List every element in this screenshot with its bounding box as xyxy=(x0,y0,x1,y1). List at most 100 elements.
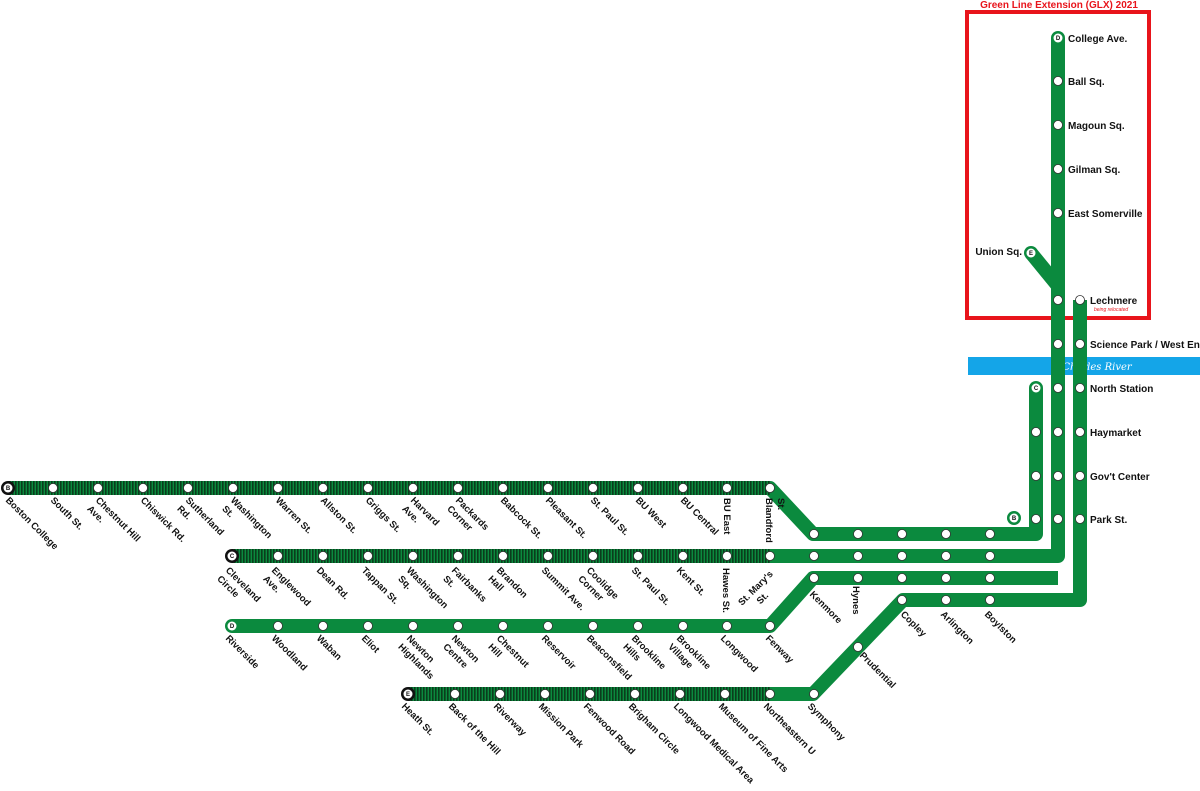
label-govt-center: Gov't Center xyxy=(1090,472,1150,483)
dot-row1-5 xyxy=(985,529,995,539)
label-chestnut-hill: ChestnutHill xyxy=(486,633,532,679)
svg-text:E: E xyxy=(1029,251,1033,257)
dot-st-paul-st-c xyxy=(633,551,643,561)
label-harvard-ave: HarvardAve. xyxy=(400,495,442,537)
label-park-st: Park St. xyxy=(1090,515,1127,526)
track-trunk-inner xyxy=(990,300,1065,563)
label-fairbanks-st: FairbanksSt. xyxy=(441,565,489,613)
dot-sutherland-rd xyxy=(183,483,193,493)
label-ball-sq: Ball Sq. xyxy=(1068,77,1105,88)
label-heath-st: Heath St. xyxy=(399,701,436,738)
dot-newton-centre xyxy=(453,621,463,631)
label-mission-park: Mission Park xyxy=(536,701,586,751)
dot-bu-west xyxy=(633,483,643,493)
label-college-ave: College Ave. xyxy=(1068,34,1127,45)
label-eliot: Eliot xyxy=(359,633,382,656)
label-lechmere-relocation: being relocated xyxy=(1094,307,1128,313)
label-brookline-village: BrooklineVillage xyxy=(666,633,713,680)
bullet-c-cleveland: C xyxy=(227,551,237,561)
dot-bu-central xyxy=(678,483,688,493)
dot-fenway xyxy=(765,621,775,631)
dot-kenmore xyxy=(809,573,819,583)
dot-govt-center-c xyxy=(1031,471,1041,481)
dot-washington-sq xyxy=(408,551,418,561)
svg-text:D: D xyxy=(1056,36,1061,42)
dot-reservoir xyxy=(543,621,553,631)
dot-row3-3 xyxy=(897,573,907,583)
label-blandford-st: BlandfordSt. xyxy=(763,498,786,543)
label-south-st: South St. xyxy=(48,495,85,532)
dot-lechmere-inner xyxy=(1053,295,1063,305)
label-st-paul-st-b: St. Paul St. xyxy=(588,495,631,538)
dot-copley xyxy=(897,595,907,605)
label-babcock-st: Babcock St. xyxy=(498,495,544,541)
dot-row3-4 xyxy=(941,573,951,583)
dot-row2-2 xyxy=(853,551,863,561)
label-magoun-sq: Magoun Sq. xyxy=(1068,121,1125,132)
label-union-sq: Union Sq. xyxy=(975,247,1022,258)
dot-blandford-st xyxy=(765,483,775,493)
dot-museum-of-fine-arts xyxy=(720,689,730,699)
dot-packards-corner xyxy=(453,483,463,493)
dot-st-marys-st xyxy=(765,551,775,561)
label-copley: Copley xyxy=(898,609,929,640)
dot-prudential xyxy=(853,642,863,652)
label-east-somerville: East Somerville xyxy=(1068,209,1143,220)
dot-summit-ave xyxy=(543,551,553,561)
label-woodland: Woodland xyxy=(269,633,309,673)
label-boylston: Boylston xyxy=(982,609,1019,646)
dot-chestnut-hill-ave xyxy=(93,483,103,493)
dot-gilman-sq xyxy=(1053,164,1063,174)
svg-text:E: E xyxy=(406,692,410,698)
dot-park-st-outer xyxy=(1075,514,1085,524)
dot-newton-highlands xyxy=(408,621,418,631)
bullet-b-park: B xyxy=(1009,513,1019,523)
dot-row1-2 xyxy=(853,529,863,539)
dot-north-station-outer xyxy=(1075,383,1085,393)
dot-east-somerville xyxy=(1053,208,1063,218)
dot-haymarket-c xyxy=(1031,427,1041,437)
label-washington-sq: WashingtonSq. xyxy=(396,565,451,620)
label-tappan-st: Tappan St. xyxy=(359,565,401,607)
label-chestnut-hill-ave: Chestnut HillAve. xyxy=(85,495,143,553)
dot-riverway xyxy=(495,689,505,699)
label-haymarket: Haymarket xyxy=(1090,428,1142,439)
dot-brookline-hills xyxy=(633,621,643,631)
dot-brandon-hall xyxy=(498,551,508,561)
dot-hynes xyxy=(853,573,863,583)
label-newton-centre: NewtonCentre xyxy=(441,633,482,674)
track-lines xyxy=(8,38,1087,701)
dot-row2-1 xyxy=(809,551,819,561)
dot-pleasant-st xyxy=(543,483,553,493)
label-warren-st: Warren St. xyxy=(273,495,314,536)
dot-coolidge-corner xyxy=(588,551,598,561)
dot-northeastern-u xyxy=(765,689,775,699)
label-pleasant-st: Pleasant St. xyxy=(543,495,589,541)
dot-brigham-circle xyxy=(630,689,640,699)
bullet-b-boston-college: B xyxy=(3,483,13,493)
dot-boylston xyxy=(985,595,995,605)
label-kent-st: Kent St. xyxy=(674,565,707,598)
dot-fenwood-road xyxy=(585,689,595,699)
glx-title: Green Line Extension (GLX) 2021 xyxy=(980,0,1138,11)
label-brandon-hall: BrandonHall xyxy=(486,565,530,609)
label-chiswick-rd: Chiswick Rd. xyxy=(138,495,188,545)
label-arlington: Arlington xyxy=(938,609,976,647)
svg-text:D: D xyxy=(230,624,235,630)
label-cleveland-circle: ClevelandCircle xyxy=(215,565,263,613)
dot-row2-5 xyxy=(985,551,995,561)
dot-park-st-inner xyxy=(1053,514,1063,524)
dot-row1-4 xyxy=(941,529,951,539)
dot-babcock-st xyxy=(498,483,508,493)
label-newton-highlands: NewtonHighlands xyxy=(396,633,445,682)
dot-st-paul-st-b xyxy=(588,483,598,493)
label-dean-rd: Dean Rd. xyxy=(314,565,351,602)
dot-ball-sq xyxy=(1053,76,1063,86)
dot-lechmere-outer xyxy=(1075,295,1085,305)
dot-mission-park xyxy=(540,689,550,699)
svg-text:B: B xyxy=(1012,516,1017,522)
svg-text:B: B xyxy=(6,486,11,492)
svg-text:C: C xyxy=(1034,386,1039,392)
label-bu-west: BU West xyxy=(633,495,669,531)
